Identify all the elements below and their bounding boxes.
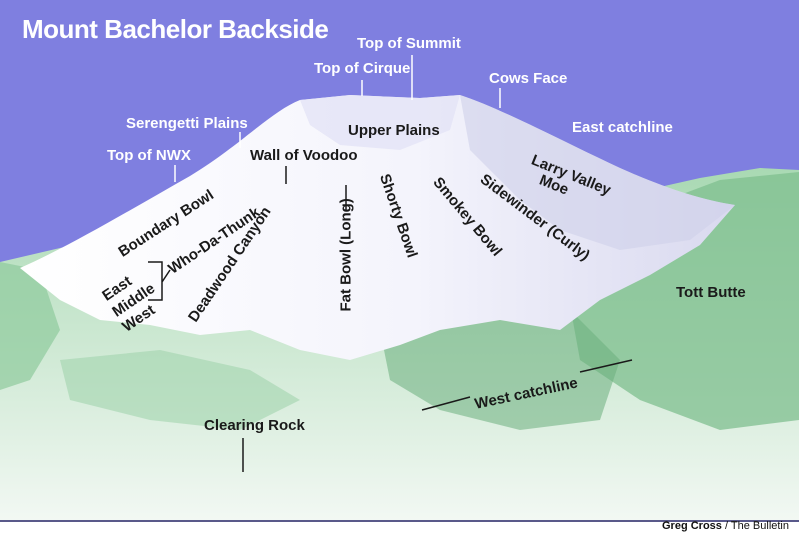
label-top-of-nwx: Top of NWX <box>107 147 191 164</box>
label-top-of-summit: Top of Summit <box>357 35 461 52</box>
map-title: Mount Bachelor Backside <box>22 14 329 44</box>
label-upper-plains: Upper Plains <box>348 122 440 139</box>
label-fat-bowl: Fat Bowl (Long) <box>337 198 355 312</box>
snow-shadow-right <box>460 95 735 250</box>
forest-left <box>0 262 60 390</box>
label-serengetti-plains: Serengetti Plains <box>126 115 248 132</box>
credit-strip <box>0 522 799 538</box>
leader-west-catchline-left <box>421 396 471 411</box>
credit-author: Greg Cross <box>662 520 722 532</box>
label-wall-of-voodoo: Wall of Voodoo <box>250 147 358 164</box>
snow-shadow-ridge <box>300 95 460 150</box>
credit-org: The Bulletin <box>730 520 789 532</box>
forest-lower-left <box>60 350 300 430</box>
photo-credit: Greg Cross / The Bulletin <box>662 520 789 532</box>
leader-west-catchline-right <box>579 359 633 373</box>
label-cows-face: Cows Face <box>489 70 568 87</box>
label-east-catchline: East catchline <box>572 119 673 136</box>
credit-separator: / <box>721 520 731 532</box>
bracket-who-da-thunk <box>148 261 171 301</box>
label-top-of-cirque: Top of Cirque <box>314 60 411 77</box>
label-clearing-rock: Clearing Rock <box>204 417 305 434</box>
forest-center <box>380 300 620 430</box>
label-tott-butte: Tott Butte <box>676 284 746 301</box>
